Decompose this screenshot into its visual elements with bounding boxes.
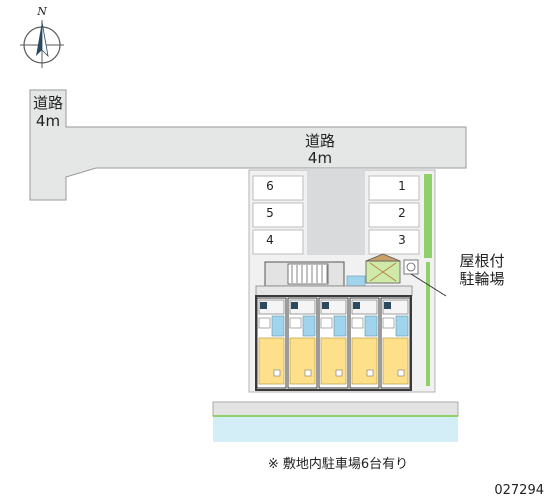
parking-slot-number-east-3: 3 <box>398 233 406 247</box>
unit-kitchen <box>382 317 395 329</box>
driveway <box>307 170 365 255</box>
unit-kitchen <box>289 317 302 329</box>
unit-door-icon <box>322 302 329 309</box>
corridor <box>255 285 413 297</box>
trash-bin-mark <box>406 262 416 272</box>
parking-note: ※ 敷地内駐車場6台有り <box>268 456 408 472</box>
unit-bath <box>271 315 285 337</box>
apartment-units <box>256 297 411 389</box>
parking-slot <box>252 229 304 255</box>
west-road-name: 道路 <box>33 94 63 112</box>
parking-slot-number-west-3: 4 <box>266 233 274 247</box>
west-road-width: 4m <box>36 112 60 130</box>
unit-door-icon <box>291 302 298 309</box>
parking-slots-west <box>252 175 304 255</box>
parking-slot <box>252 175 304 201</box>
trash-bin-icon <box>403 259 419 275</box>
unit-door-icon <box>384 302 391 309</box>
north-road-width: 4m <box>308 149 332 167</box>
bicycle-leader-line <box>410 273 447 297</box>
bicycle-parking-label-1: 屋根付 <box>459 252 504 270</box>
stair-tread-lines <box>291 265 328 283</box>
south-walkway <box>212 401 459 417</box>
apartment-building <box>255 295 412 391</box>
unit-closet <box>335 369 343 377</box>
compass-north-label: N <box>36 5 47 18</box>
stair-steps <box>287 263 329 285</box>
green-strip <box>424 174 432 258</box>
parking-slot <box>368 202 420 228</box>
compass-needle-light <box>41 21 49 58</box>
unit-room-floor <box>258 337 285 385</box>
stair-structure <box>255 261 413 297</box>
parking-slots-east <box>368 175 420 255</box>
unit-closet <box>366 369 374 377</box>
unit-room-floor <box>289 337 316 385</box>
unit-door-icon <box>353 302 360 309</box>
unit-closet <box>273 369 281 377</box>
unit-closet <box>304 369 312 377</box>
unit-kitchen <box>351 317 364 329</box>
parking-slot <box>368 175 420 201</box>
unit-room-floor <box>351 337 378 385</box>
parking-slot <box>252 202 304 228</box>
bicycle-parking: 屋根付 駐輪場 <box>365 252 505 297</box>
green-strip-lower <box>426 262 430 386</box>
bicycle-roof-cross <box>369 262 397 282</box>
compass-needle-dark <box>36 22 42 56</box>
unit-closet <box>397 369 405 377</box>
parking-slot-number-east-1: 1 <box>398 179 406 193</box>
parking-area: 6 5 4 1 2 3 <box>252 175 420 255</box>
roads: 道路 4m 道路 4m <box>29 89 467 201</box>
parking-slot <box>368 229 420 255</box>
unit-bath <box>333 315 347 337</box>
parking-slot-number-west-2: 5 <box>266 206 274 220</box>
unit-kitchen <box>258 317 271 329</box>
parking-slot-number-west-1: 6 <box>266 179 274 193</box>
water-fixture <box>346 275 366 287</box>
property-code: 027294 <box>494 483 544 498</box>
road-area <box>29 89 467 201</box>
unit-door-icon <box>260 302 267 309</box>
bicycle-roof-peak <box>365 253 401 262</box>
unit-bath <box>395 315 409 337</box>
unit-kitchen <box>320 317 333 329</box>
unit-room-floor <box>382 337 409 385</box>
unit-room-floor <box>320 337 347 385</box>
compass: N <box>20 5 64 68</box>
south-side <box>212 401 459 442</box>
bicycle-parking-label-2: 駐輪場 <box>459 270 504 288</box>
unit-bath <box>364 315 378 337</box>
north-road-name: 道路 <box>305 132 335 150</box>
water-channel <box>213 416 458 442</box>
unit-bath <box>302 315 316 337</box>
parking-slot-number-east-2: 2 <box>398 206 406 220</box>
